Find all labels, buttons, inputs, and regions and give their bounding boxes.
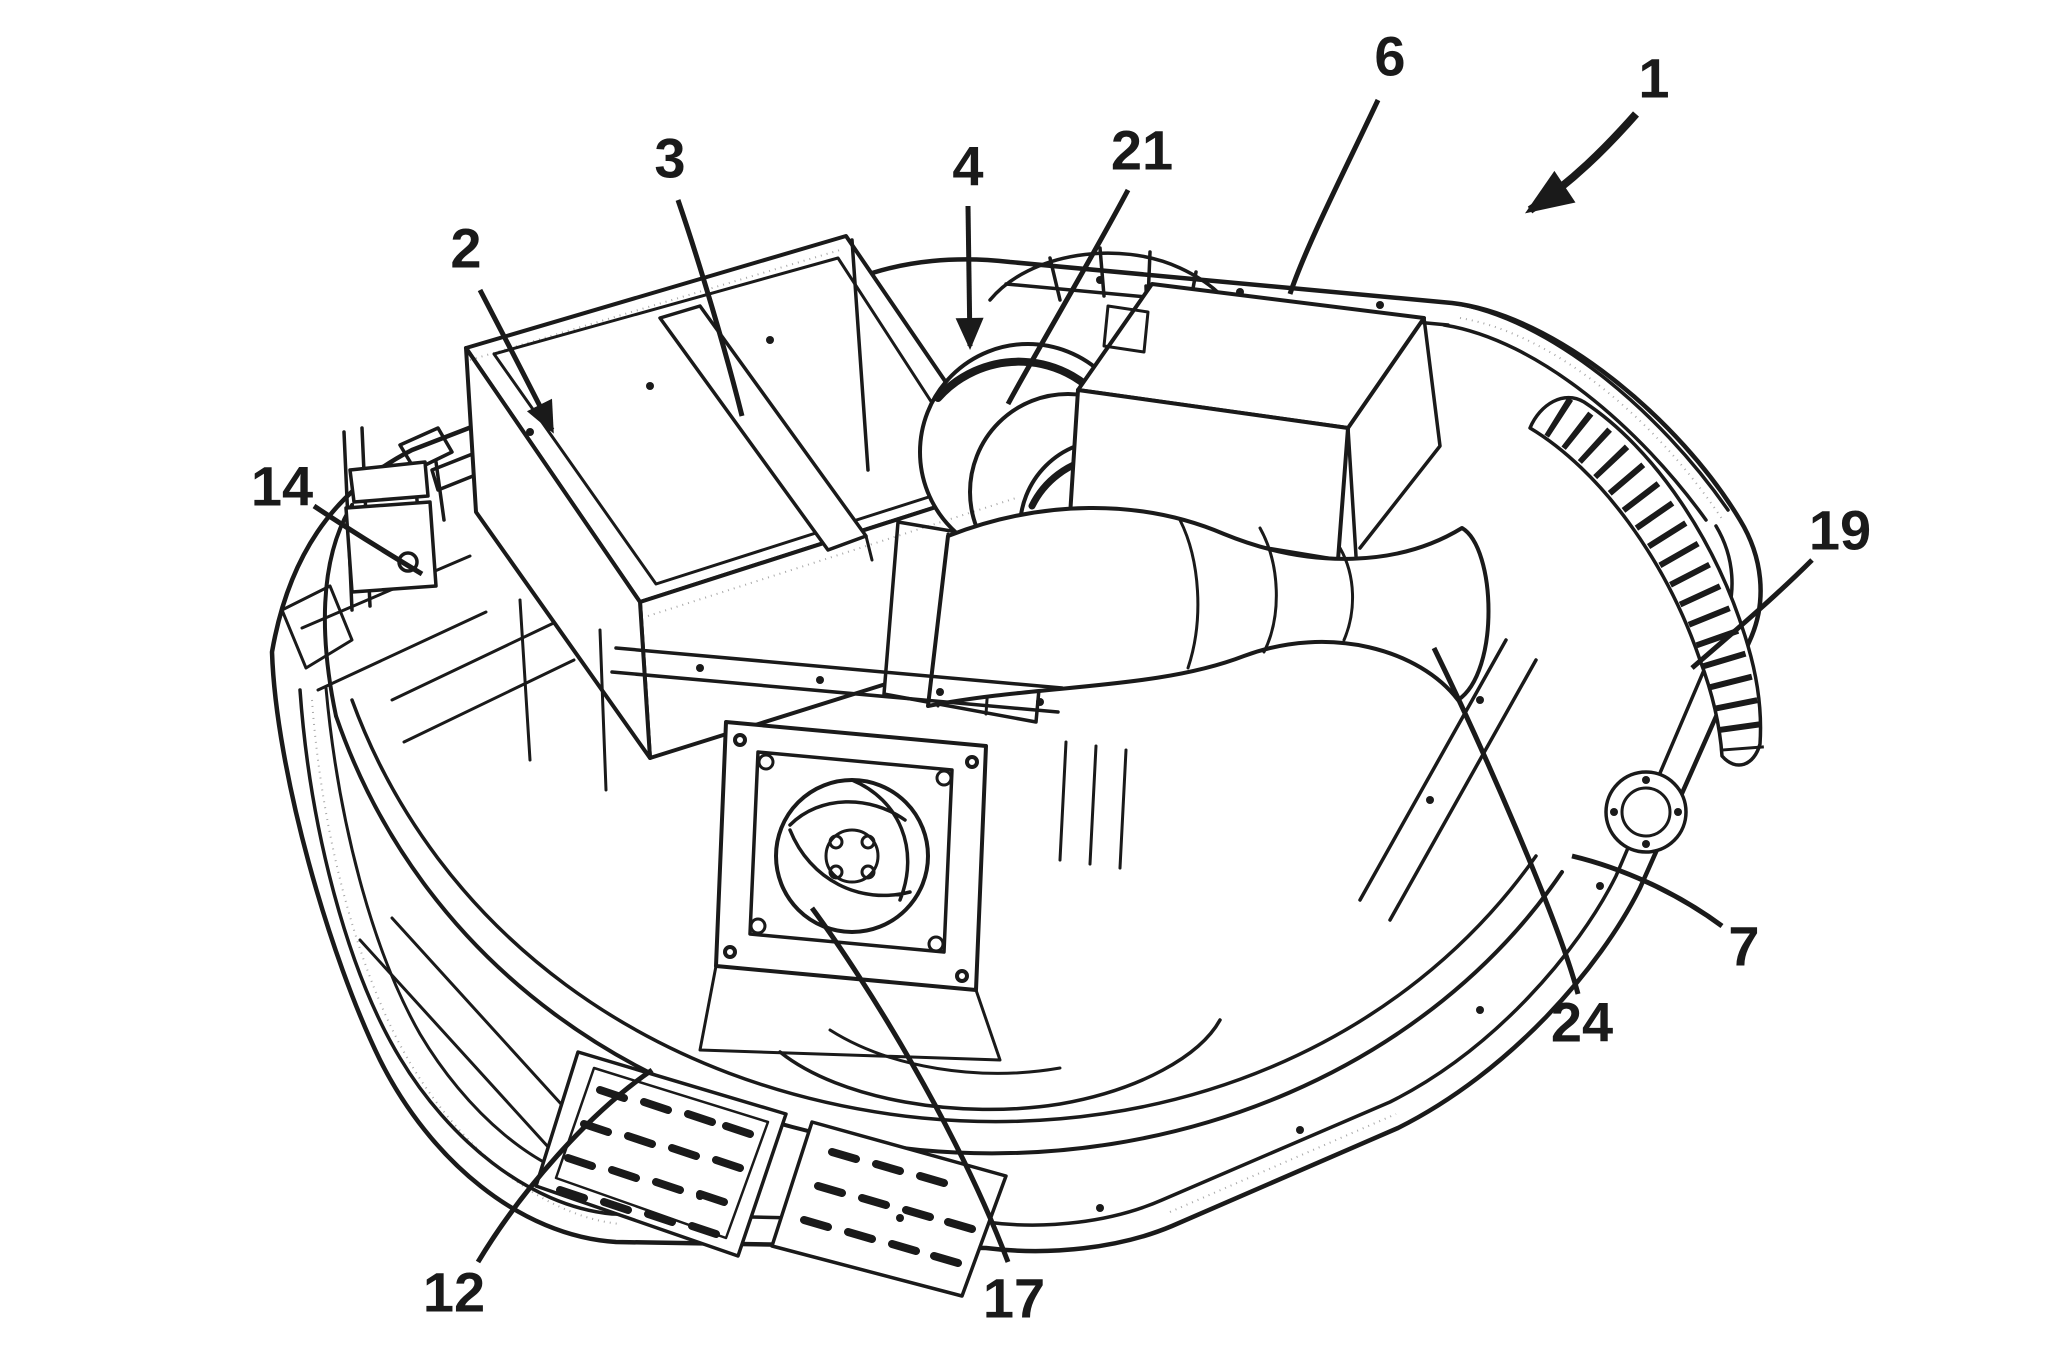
ref-label-19: 19 [1690,499,1871,670]
ref-number-14: 14 [251,455,313,518]
ref-number-17: 17 [983,1267,1045,1330]
ref-number-2: 2 [450,217,481,280]
leader-line-4 [955,205,984,350]
curb-ring [778,1018,1222,1112]
vent-grille-right [770,1120,1008,1298]
leader-line-17 [809,906,1011,1263]
fan-assembly [610,646,1064,1062]
right-duct-box [1068,282,1442,562]
leader-line-6 [1287,98,1381,295]
ref-label-3: 3 [654,127,745,417]
leader-line-21 [1005,188,1131,406]
right-deck-details [1358,638,1688,922]
leader-line-2 [477,288,555,434]
ref-number-1: 1 [1638,47,1669,110]
ref-number-19: 19 [1809,499,1871,562]
stipple-texture [311,249,1725,1225]
leader-line-12 [475,1067,654,1264]
ref-label-2: 2 [450,217,555,434]
flex-elbow-duct [926,506,1491,708]
ref-label-17: 17 [809,906,1045,1330]
ref-label-1: 1 [1525,47,1670,214]
leader-line-24 [1431,646,1581,995]
rail-bolts [526,276,1604,1222]
ref-number-3: 3 [654,127,685,190]
ref-number-24: 24 [1551,991,1613,1054]
leader-line-19 [1690,558,1814,670]
ref-number-4: 4 [952,135,983,198]
leader-line-14 [312,503,424,577]
ref-label-6: 6 [1287,25,1406,295]
ref-label-21: 21 [1005,119,1173,406]
vent-grille-left [534,1050,788,1258]
leader-line-1 [1525,111,1639,214]
ref-label-14: 14 [251,455,424,577]
ref-number-21: 21 [1111,119,1173,182]
ref-number-7: 7 [1728,915,1759,978]
ref-label-24: 24 [1431,646,1613,1054]
left-tray-interior [280,554,594,1162]
ref-label-7: 7 [1571,853,1760,978]
leader-line-3 [675,199,745,417]
ref-number-12: 12 [423,1261,485,1324]
ref-label-4: 4 [952,135,984,350]
leader-line-7 [1571,853,1724,929]
ref-number-6: 6 [1374,25,1405,88]
ref-label-12: 12 [423,1067,654,1324]
corrugated-hose [1528,395,1764,767]
